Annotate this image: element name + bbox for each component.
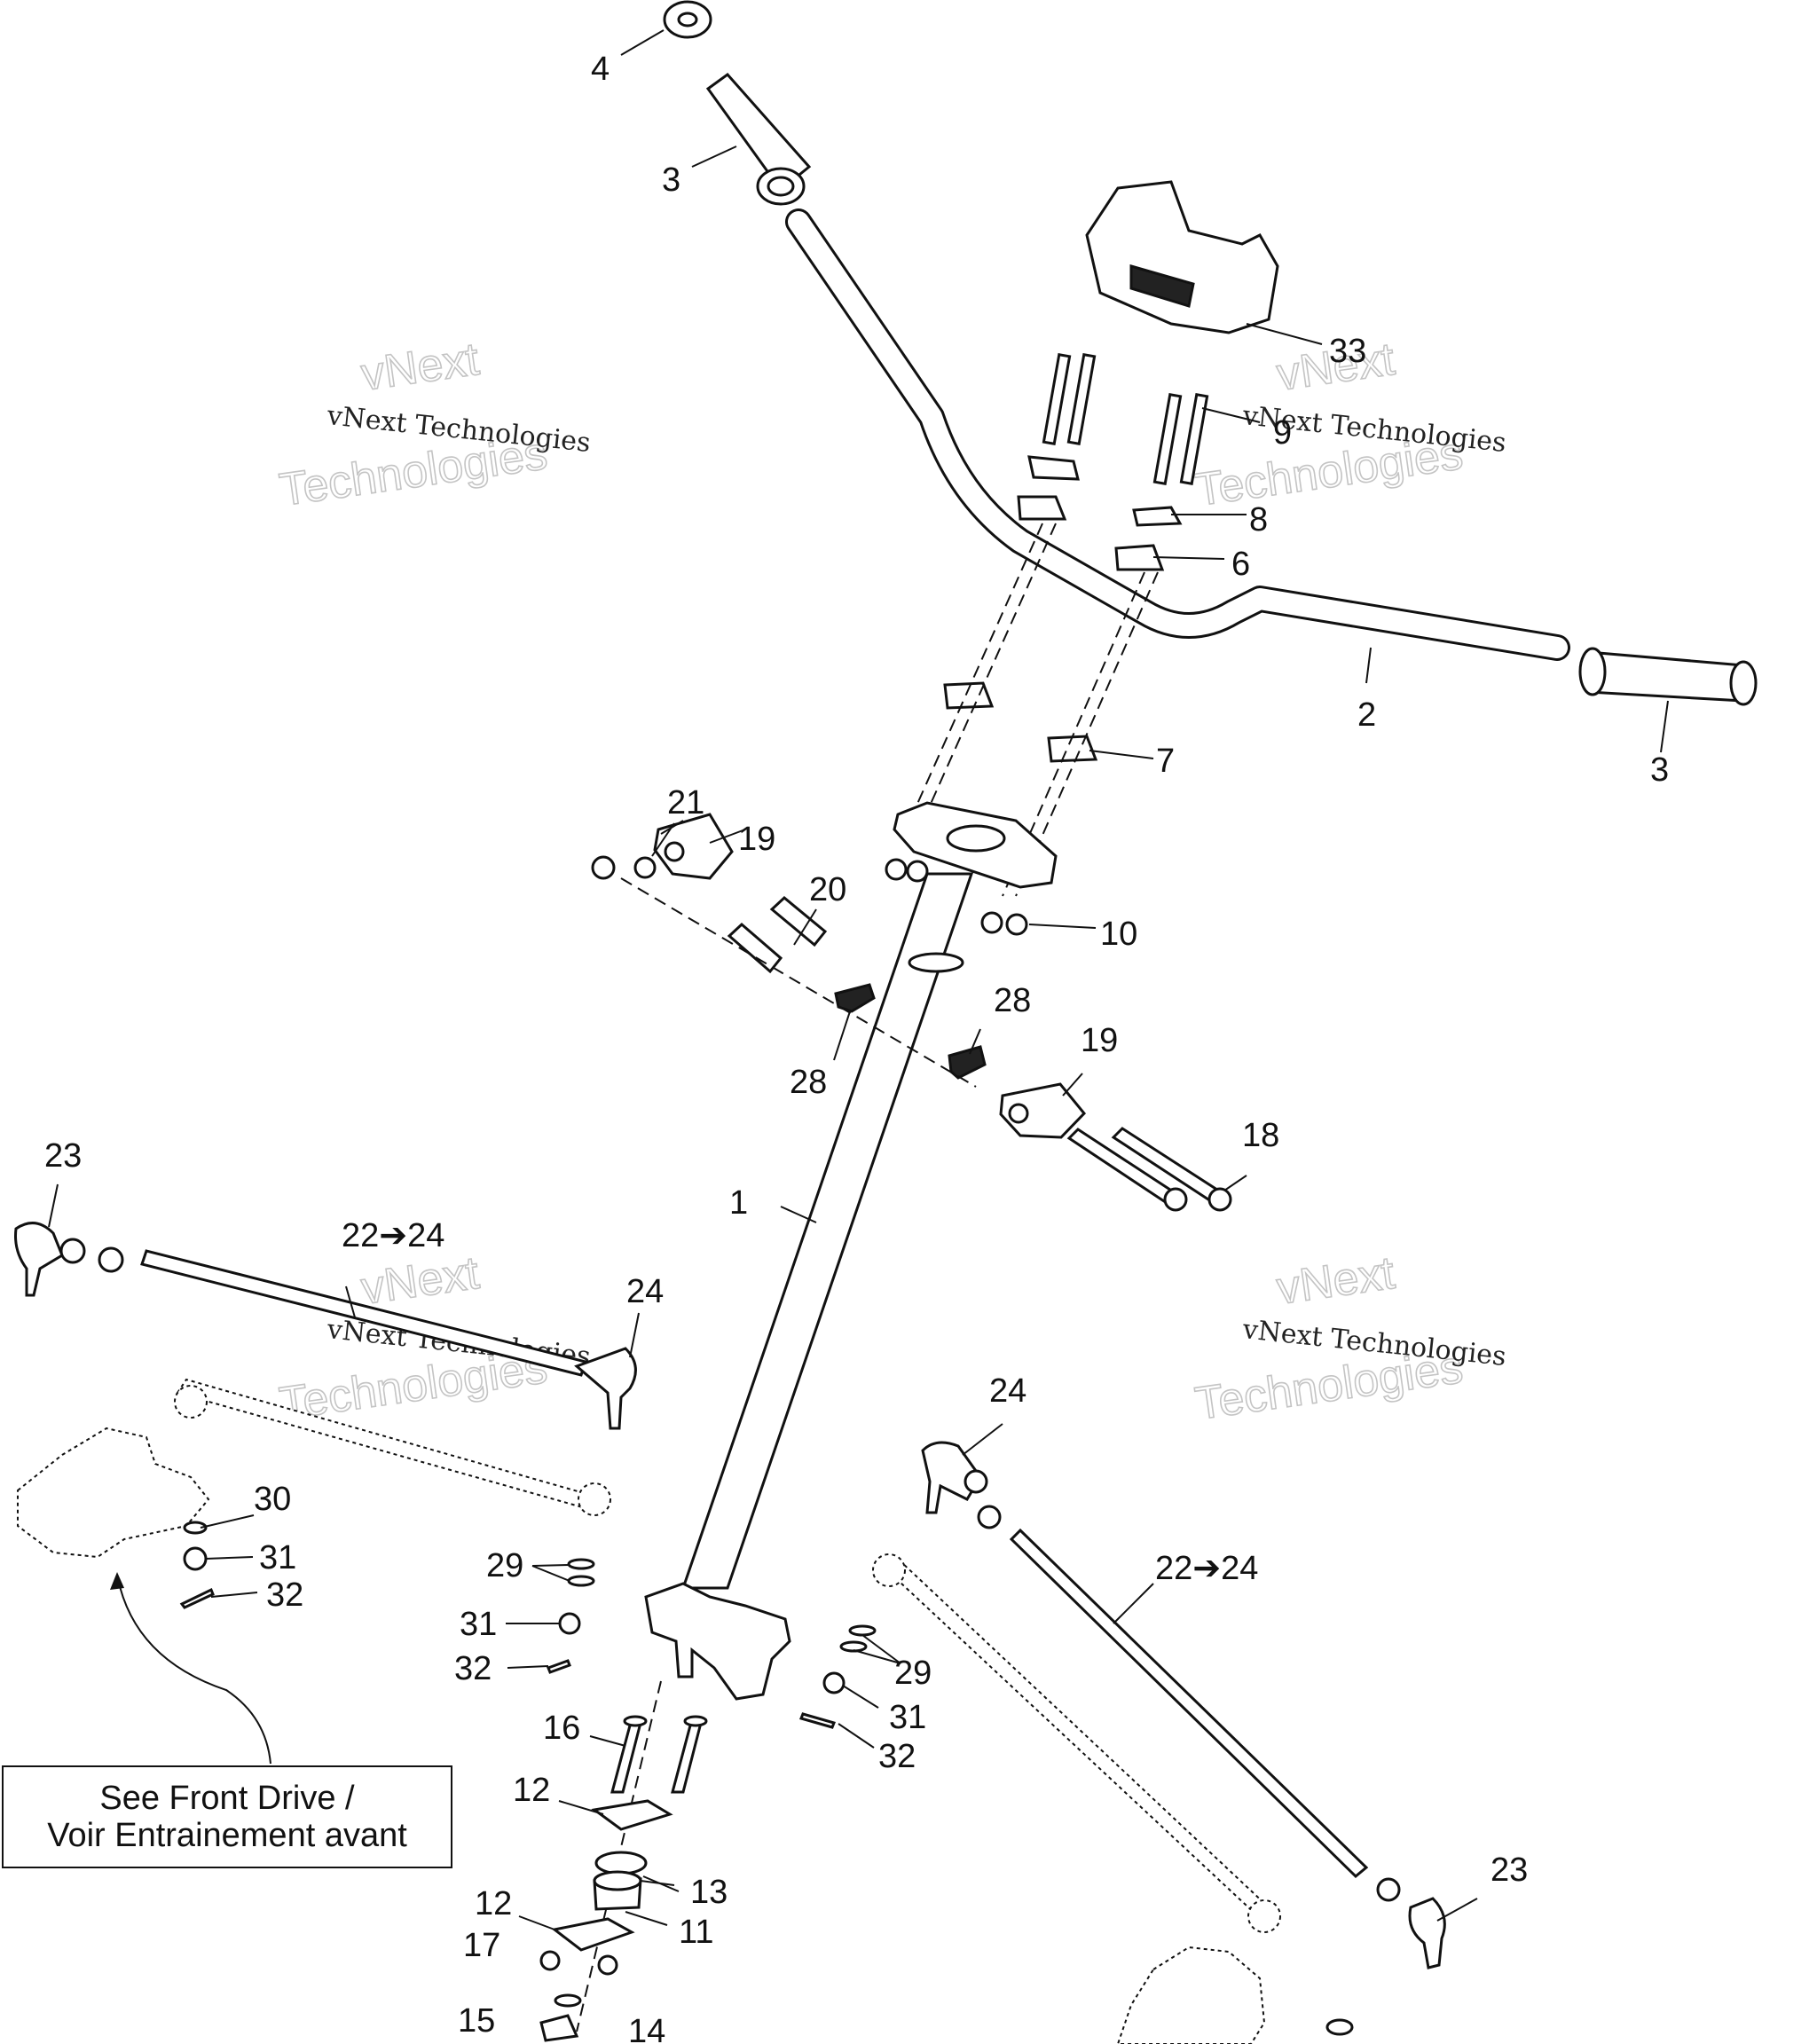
ghost-tie-rod-left [174,1378,611,1516]
clips-28 [834,983,987,1080]
callout-17: 17 [463,1927,500,1964]
note-line-1: See Front Drive / [99,1780,355,1817]
callout-16: 16 [543,1710,580,1747]
watermark-mid-right: vNext Technologies vNext Technologies [1192,1246,1507,1431]
callout-32: 32 [454,1650,492,1687]
callout-29: 29 [894,1655,932,1692]
callout-12: 12 [513,1772,550,1809]
nut-21 [591,855,657,880]
callout-14: 14 [628,2013,665,2044]
callout-20: 20 [809,871,846,908]
callout-2: 2 [1357,696,1376,734]
clamp-19-lower [999,1082,1087,1139]
clamp-19-upper [653,813,734,880]
callout-31: 31 [460,1606,497,1643]
bolts-16 [610,1715,708,1794]
nuts-10 [885,858,1028,936]
watermark-big-1: vNext [358,1247,483,1315]
note-line-2: Voir Entrainement avant [47,1817,407,1854]
grip-left [705,72,812,206]
callout-28: 28 [790,1064,827,1101]
handlebar-cover [1085,180,1279,334]
callout-labels: 4 3 33 9 8 6 7 2 3 10 21 19 20 28 28 19 … [44,51,1669,2044]
callout-32: 32 [878,1738,916,1775]
note-arrow-head [110,1572,124,1590]
callout-10: 10 [1100,916,1137,953]
callout-12: 12 [475,1885,512,1922]
clamp-axis-line [620,877,977,1088]
hardware-right-tierod-end [798,1624,877,1729]
front-drive-note: See Front Drive / Voir Entrainement avan… [2,1765,452,1868]
callout-9: 9 [1273,414,1292,452]
pitman-arm [644,1582,791,1701]
grip-right [1578,647,1758,706]
callout-33: 33 [1329,333,1366,370]
hardware-left-knuckle [179,1521,215,1609]
steering-column [680,872,974,1590]
callout-1: 1 [729,1184,748,1222]
callout-15: 15 [458,2002,495,2040]
callout-31: 31 [259,1539,296,1576]
callout-3: 3 [662,161,680,199]
watermark-big-1: vNext [358,334,483,401]
callout-22-24: 22➔24 [1155,1550,1258,1587]
knuckle-left [17,1427,210,1559]
callout-23: 23 [44,1137,82,1175]
callout-23: 23 [1491,1851,1528,1889]
callout-13: 13 [690,1874,728,1911]
callout-7: 7 [1156,743,1175,780]
bushings-20 [727,896,828,974]
hardware-left-tierod-end [547,1558,595,1674]
callout-24: 24 [989,1372,1026,1410]
callout-22-24: 22➔24 [342,1217,444,1254]
callout-11: 11 [679,1914,713,1951]
callout-3: 3 [1650,751,1669,789]
callout-30: 30 [254,1481,291,1518]
end-cap-left [663,0,712,39]
callout-19: 19 [1081,1022,1118,1059]
callout-6: 6 [1231,546,1250,583]
steering-top-plate [893,801,1058,889]
watermark-top-left: vNext Technologies vNext Technologies [276,333,592,517]
callout-19: 19 [738,821,775,858]
callout-29: 29 [486,1547,523,1584]
callout-32: 32 [266,1576,303,1614]
upper-clamps [1017,455,1183,571]
callout-21: 21 [667,784,704,822]
callout-31: 31 [889,1699,926,1736]
callout-8: 8 [1249,501,1268,539]
watermark-big-1: vNext [1274,1247,1398,1315]
tie-rod-left [14,1222,637,1430]
callout-28: 28 [994,982,1031,1019]
note-arrow [116,1574,271,1765]
callout-24: 24 [626,1273,664,1310]
lower-bearing-stack [539,1799,673,2042]
callout-18: 18 [1242,1117,1279,1154]
upper-bolts [1042,352,1209,486]
ghost-tie-rod-right [872,1553,1281,1933]
callout-4: 4 [591,51,610,88]
bolts-18 [1066,1127,1232,1212]
knuckle-right [1116,1946,1354,2044]
leader-lines [48,29,1669,1930]
tie-rod-right [921,1441,1446,1969]
